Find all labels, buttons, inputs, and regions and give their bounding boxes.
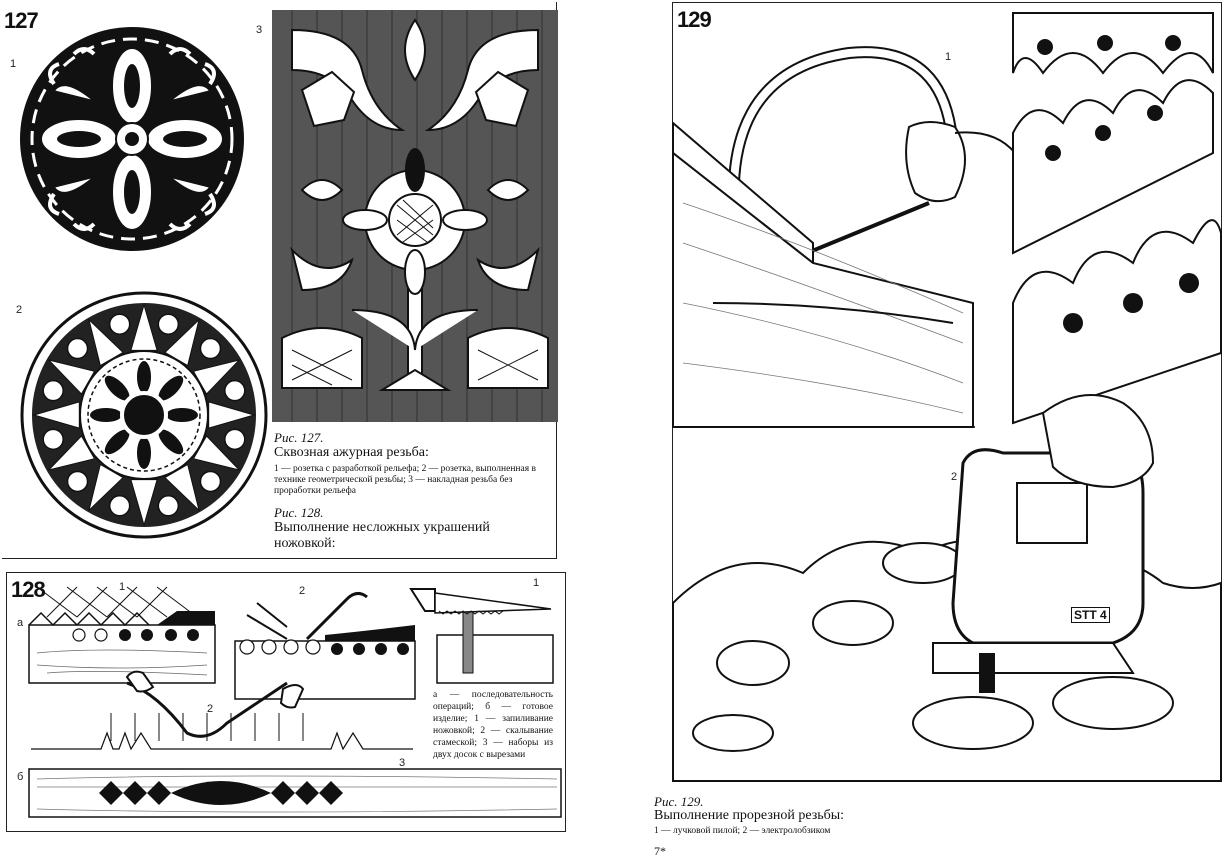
overlay-carving-illustration [272, 10, 558, 422]
fig128-label-2: 2 [299, 585, 306, 597]
fig129-number: 129 [677, 7, 712, 32]
page-mark: 7* [654, 844, 666, 858]
fig128-label-1b: 1 [533, 577, 540, 589]
fig127-label-2: 2 [16, 304, 23, 316]
fig128-operations-illustration [28, 586, 562, 818]
fig127-caption-head: Сквозная ажурная резьба: [274, 445, 429, 460]
fig128-label-1: 1 [119, 581, 126, 593]
fig129-label-1: 1 [945, 51, 952, 63]
rosette-relief-illustration [20, 27, 244, 251]
fig127-label-1: 1 [10, 58, 17, 70]
fig129-bow-saw-illustration [672, 12, 1222, 782]
fig127-caption-title: Рис. 127. [274, 430, 324, 445]
fig128-label-a: а [17, 617, 24, 629]
fig127-label-3: 3 [256, 24, 263, 36]
fig129-caption-text: 1 — лучковой пилой; 2 — электролобзиком [654, 826, 831, 836]
jigsaw-brand-text: STT 4 [1071, 607, 1110, 623]
fig128-caption-title: Рис. 128. [274, 505, 324, 520]
fig128-panel: 128 а б 1 2 3 1 2 [6, 572, 566, 832]
fig129-caption-title: Рис. 129. [654, 794, 704, 809]
fig128-caption-head: Выполнение несложных украшений ножовкой: [274, 520, 490, 551]
fig127-number: 127 [4, 8, 39, 33]
fig128-label-2b: 2 [207, 703, 214, 715]
fig128-legend: а — последовательность операций; б — гот… [433, 690, 553, 760]
fig129-label-2: 2 [951, 471, 958, 483]
fig129-caption-head: Выполнение прорезной резьбы: [654, 808, 845, 823]
rosette-geometric-illustration [20, 291, 268, 539]
fig128-label-b: б [17, 771, 24, 783]
fig129-panel: 129 1 2 [672, 2, 1222, 782]
fig127-caption-text: 1 — розетка с разработкой рельефа; 2 — р… [274, 464, 536, 496]
fig128-label-3: 3 [399, 757, 406, 769]
fig127-panel: 127 1 2 3 [2, 2, 558, 559]
